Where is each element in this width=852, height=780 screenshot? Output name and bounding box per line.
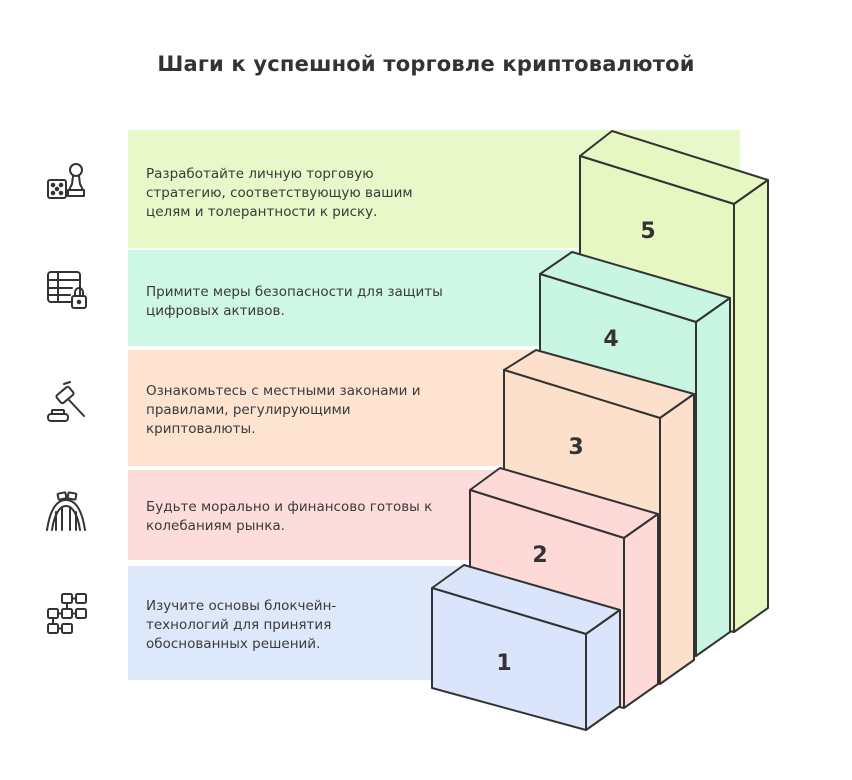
step-4-text: Примите меры безопасности для защиты циф… [146,284,443,319]
step-1-text: Изучите основы блокчейн-технологий для п… [146,598,337,652]
step-5-side [733,179,769,633]
secure-database-lock-icon [47,271,87,309]
step-2-text: Будьте морально и финансово готовы к кол… [146,499,433,534]
step-5-number: 5 [640,219,655,244]
page-title: Шаги к успешной торговле криптовалютой [157,52,695,76]
strategy-dice-pawn-icon [47,163,85,199]
blockchain-network-icon [47,593,87,634]
step-3-number: 3 [568,435,583,460]
step-4-side [695,297,731,657]
step-2-side [623,513,659,709]
step-1-number: 1 [496,651,511,676]
step-5-text: Разработайте личную торговую стратегию, … [146,166,413,220]
gavel-icon [47,381,85,422]
step-2-number: 2 [532,543,547,568]
step-1-side [585,609,621,731]
step-4-number: 4 [603,327,618,352]
step-3-side [659,393,695,685]
step-3-text: Ознакомьтесь с местными законами и прави… [146,383,421,437]
roller-coaster-icon [46,491,86,531]
